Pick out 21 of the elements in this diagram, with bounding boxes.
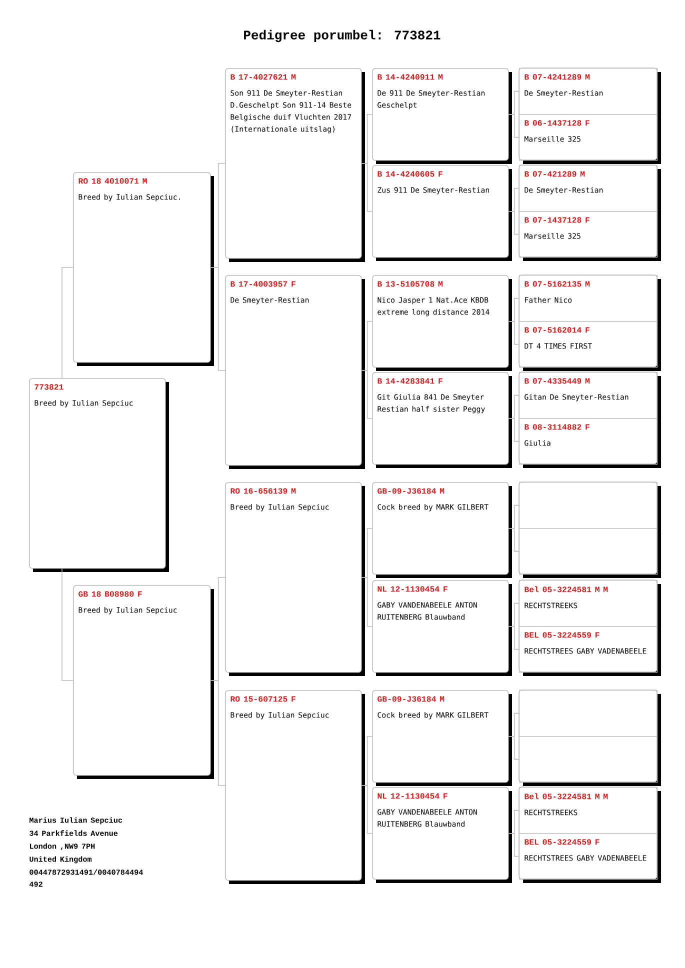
- connector-line: [508, 321, 520, 345]
- connector-line: [62, 568, 74, 681]
- connector-line: [361, 785, 372, 834]
- connector-line: [210, 266, 226, 371]
- connector-line: [361, 162, 372, 212]
- connector-line: [361, 577, 372, 627]
- pedigree-cell: [519, 528, 658, 575]
- connector-line: [210, 680, 226, 786]
- connector-line: [508, 736, 520, 760]
- connector-line: [508, 626, 520, 650]
- connector-line: [508, 114, 520, 138]
- connector-line: [508, 528, 520, 552]
- title: Pedigree porumbel: 773821: [244, 30, 440, 42]
- connector-line: [508, 833, 520, 857]
- connector-line: [62, 266, 74, 378]
- connector-line: [508, 210, 520, 235]
- connector-line: [361, 370, 372, 419]
- pedigree-cell: [519, 736, 658, 783]
- pedigree-cell: [519, 690, 658, 737]
- connector-line: [508, 418, 520, 442]
- pedigree-cell: [519, 482, 658, 529]
